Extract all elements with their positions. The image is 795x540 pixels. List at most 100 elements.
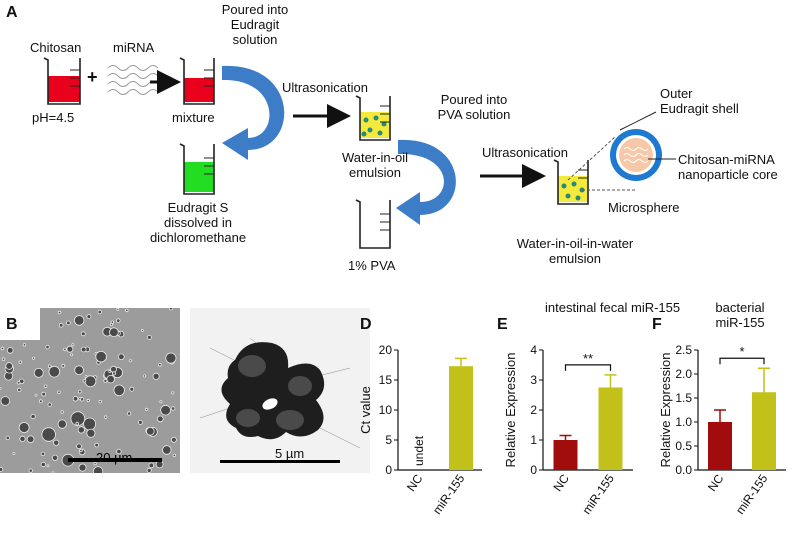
poured-pva-label: Poured into PVA solution [437,92,511,122]
bubble [0,396,11,406]
category-label: miR-155 [733,471,771,516]
bubble [93,466,104,473]
bar-NC [708,422,732,470]
bubble [125,308,129,313]
bubble [71,343,75,347]
y-tick-label: 1.5 [675,391,692,405]
chitosan-beaker [43,57,81,105]
scale-bar-c-label: 5 µm [275,446,305,461]
curved-arrow-1 [222,65,285,160]
bubble [127,411,132,416]
bubble [83,417,96,431]
mirna-strands [107,65,159,95]
micrograph-c [190,308,370,473]
bubble [46,464,50,468]
bubble [103,415,108,419]
bubble [26,435,35,444]
y-tick-label: 2.0 [675,367,692,381]
bar-miR-155 [449,366,473,470]
bubble [5,362,13,370]
bar-value-label: undet [412,435,426,466]
bubble [159,400,163,404]
bubble [116,448,122,455]
bubble [43,384,48,388]
bubble [41,391,46,397]
bubble [116,308,120,311]
bubble [80,331,86,337]
bubble [79,448,83,453]
category-label: NC [705,471,727,494]
category-label: miR-155 [430,471,468,516]
category-label: NC [551,471,573,494]
zoom-line-top [567,135,617,181]
bubble [77,426,85,434]
category-label: NC [404,471,426,494]
bubble [82,378,87,383]
bubble [80,346,87,353]
bubble [112,371,117,376]
bubble [66,320,71,326]
bubble [53,439,60,446]
y-axis-label: Ct value [360,386,373,434]
eudragit-beaker [179,143,215,195]
panel-label-e: E [497,316,508,333]
bubble [6,347,14,354]
bubble [97,309,102,315]
bubble [168,308,174,311]
bubble [60,410,64,414]
bubble [113,384,125,397]
chitosan-label: Chitosan [30,40,82,55]
shell-pointer [619,111,657,131]
bubble [0,466,4,472]
bubble [19,435,26,442]
bubble [18,422,30,433]
bubble [106,374,115,384]
bubble [0,387,2,390]
bubble [22,343,27,347]
bar-miR-155 [598,387,623,470]
bubble [66,345,74,353]
y-axis-label: Relative Expression [503,353,518,468]
core-label: Chitosan-miRNA nanoparticle core [678,152,778,182]
water-in-oil-beaker [355,95,391,141]
bubble [75,421,79,426]
pva-beaker [355,199,391,249]
wow-label: Water-in-oil-in-water emulsion [516,236,634,266]
bubble [171,391,175,395]
bubble [146,467,152,473]
bubble [16,381,21,385]
bubble [72,396,79,402]
mixture-label: mixture [172,110,215,125]
ultrasonication-label-1: Ultrasonication [282,80,368,95]
bubble [142,374,146,378]
mirna-label: miRNA [113,40,155,55]
microsphere-label: Microsphere [608,200,680,215]
bubble [137,420,143,425]
pva-label: 1% PVA [348,258,396,273]
microsphere [610,129,662,181]
y-tick-label: 15 [379,373,393,387]
bubble [140,329,144,332]
bubble [86,314,92,320]
bubble [109,322,114,326]
bubble [128,359,132,363]
ph-label: pH=4.5 [32,110,75,125]
bubble [95,351,107,363]
mixture-beaker [179,57,215,105]
bubble [170,436,177,443]
bubble [129,386,135,392]
y-tick-label: 3 [530,373,537,387]
bubble [30,413,36,420]
bubble [76,443,82,450]
bubble [17,387,22,393]
bubble [116,318,121,323]
ultrasonication-label-2: Ultrasonication [482,145,568,160]
bubble [146,334,152,340]
significance-label: ** [583,351,593,366]
bubble [86,428,96,438]
bubble [28,468,33,473]
bubble [103,378,108,383]
panel-label-b: B [6,316,18,333]
bubble [45,344,50,350]
